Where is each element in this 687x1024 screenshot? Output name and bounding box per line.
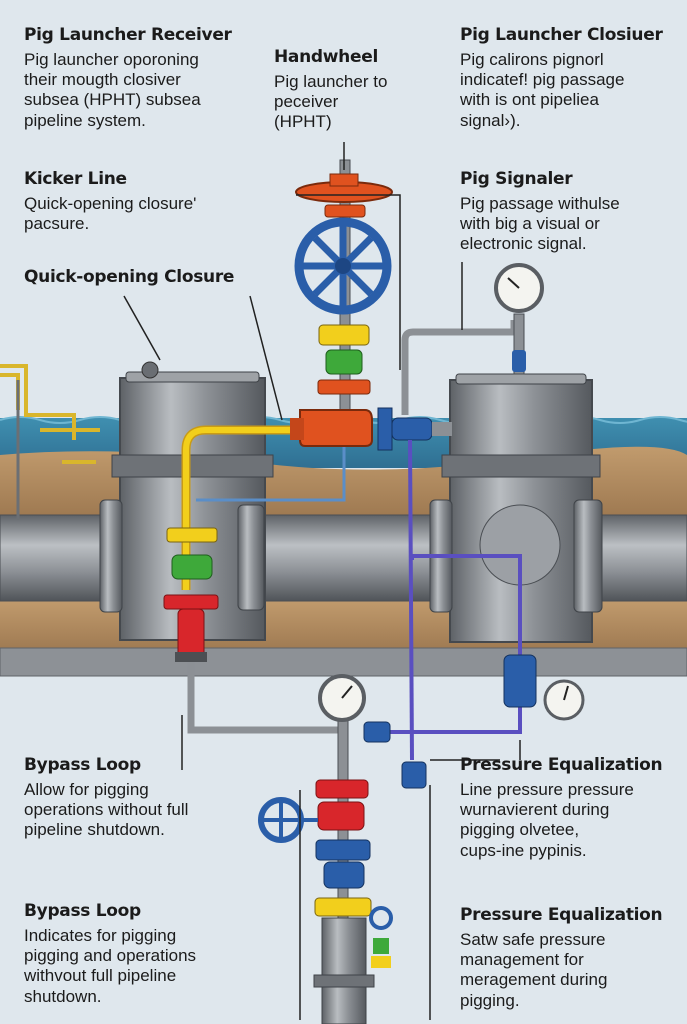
callout-pressure-equalization-1: Pressure Equalization Line pressure pres… <box>460 755 682 861</box>
pressure-equalization-valve <box>369 654 585 968</box>
seabed-slab <box>0 647 687 677</box>
callout-title: Pressure Equalization <box>460 755 663 775</box>
callout-line: electronic signal. <box>460 234 587 254</box>
callout-line: subsea (HPHT) subsea <box>24 90 201 110</box>
callout-pig-launcher-receiver: Pig Launcher Receiver Pig launcher oporo… <box>24 25 254 131</box>
central-valve-stack <box>290 159 393 447</box>
callout-line: cups-ine pypinis. <box>460 840 587 860</box>
callout-line: meragement during <box>460 970 608 990</box>
callout-title: Pig Signaler <box>460 169 573 189</box>
callout-line: wurnavierent during <box>460 799 610 819</box>
signaler-line <box>401 320 518 415</box>
callout-pig-launcher-closure: Pig Launcher Closiuer Pig calirons pigno… <box>460 25 682 131</box>
lower-bypass-pipe <box>187 662 340 734</box>
callout-line: pacsure. <box>24 213 90 233</box>
callout-line: Pig passage withulse <box>460 193 620 213</box>
callout-line: (HPHT) <box>274 112 332 132</box>
callout-line: Pig launcher to <box>274 71 388 91</box>
callout-line: Indicates for pigging <box>24 925 177 945</box>
handwheel-blue <box>294 217 392 315</box>
callout-line: management for <box>460 949 584 969</box>
callout-line: pipeline system. <box>24 110 146 130</box>
callout-title: Quick-opening Closure <box>24 267 235 287</box>
callout-pig-signaler: Pig Signaler Pig passage withulse with b… <box>460 169 682 255</box>
receiver-vessel <box>429 373 603 643</box>
callout-title: Kicker Line <box>24 169 127 189</box>
left-small-piping <box>0 364 100 464</box>
callout-kicker-line: Kicker Line Quick-opening closure' pacsu… <box>24 169 254 234</box>
callout-line: withvout full pipeline <box>24 966 177 986</box>
callout-title: Handwheel <box>274 47 378 67</box>
callout-handwheel: Handwheel Pig launcher to peceiver (HPHT… <box>274 47 434 133</box>
left-valve-stack <box>163 527 219 662</box>
leader-lines <box>123 142 521 1020</box>
callout-title: Pig Launcher Receiver <box>24 25 232 45</box>
callout-bypass-loop-2: Bypass Loop Indicates for pigging piggin… <box>24 901 254 1007</box>
launcher-vessel <box>99 361 274 641</box>
signaler-gauge <box>494 263 544 375</box>
bypass-purple-line <box>408 439 414 761</box>
callout-line: pigging and operations <box>24 945 197 965</box>
callout-line: their mougth closiver <box>24 69 181 89</box>
callout-line: Quick-opening closure' <box>24 193 197 213</box>
callout-line: signal›). <box>460 110 521 130</box>
callout-line: indicatef! pig passage <box>460 69 625 89</box>
callout-quick-opening-closure: Quick-opening Closure <box>24 267 264 292</box>
equalization-purple-line <box>365 554 522 734</box>
callout-line: Pig launcher oporoning <box>24 49 199 69</box>
callout-pressure-equalization-2: Pressure Equalization Satw safe pressure… <box>460 905 682 1011</box>
callout-line: pipeline shutdown. <box>24 820 165 840</box>
callout-line: Line pressure pressure <box>460 779 634 799</box>
callout-line: peceiver <box>274 91 339 111</box>
callout-line: operations without full <box>24 799 189 819</box>
lower-valve-stack <box>258 674 391 1024</box>
callout-title: Pressure Equalization <box>460 905 663 925</box>
callout-line: pigging. <box>460 990 520 1010</box>
callout-title: Bypass Loop <box>24 755 141 775</box>
callout-line: Satw safe pressure <box>460 929 606 949</box>
callout-line: with is ont pipeliea <box>460 90 599 110</box>
callout-line: shutdown. <box>24 986 102 1006</box>
callout-line: pigging olvetee, <box>460 820 580 840</box>
callout-line: with big a visual or <box>460 213 600 233</box>
callout-line: Pig calirons pignorl <box>460 49 604 69</box>
callout-line: Allow for pigging <box>24 779 149 799</box>
callout-bypass-loop-1: Bypass Loop Allow for pigging operations… <box>24 755 254 841</box>
small-blue-line <box>196 440 346 502</box>
callout-title: Pig Launcher Closiuer <box>460 25 663 45</box>
callout-title: Bypass Loop <box>24 901 141 921</box>
